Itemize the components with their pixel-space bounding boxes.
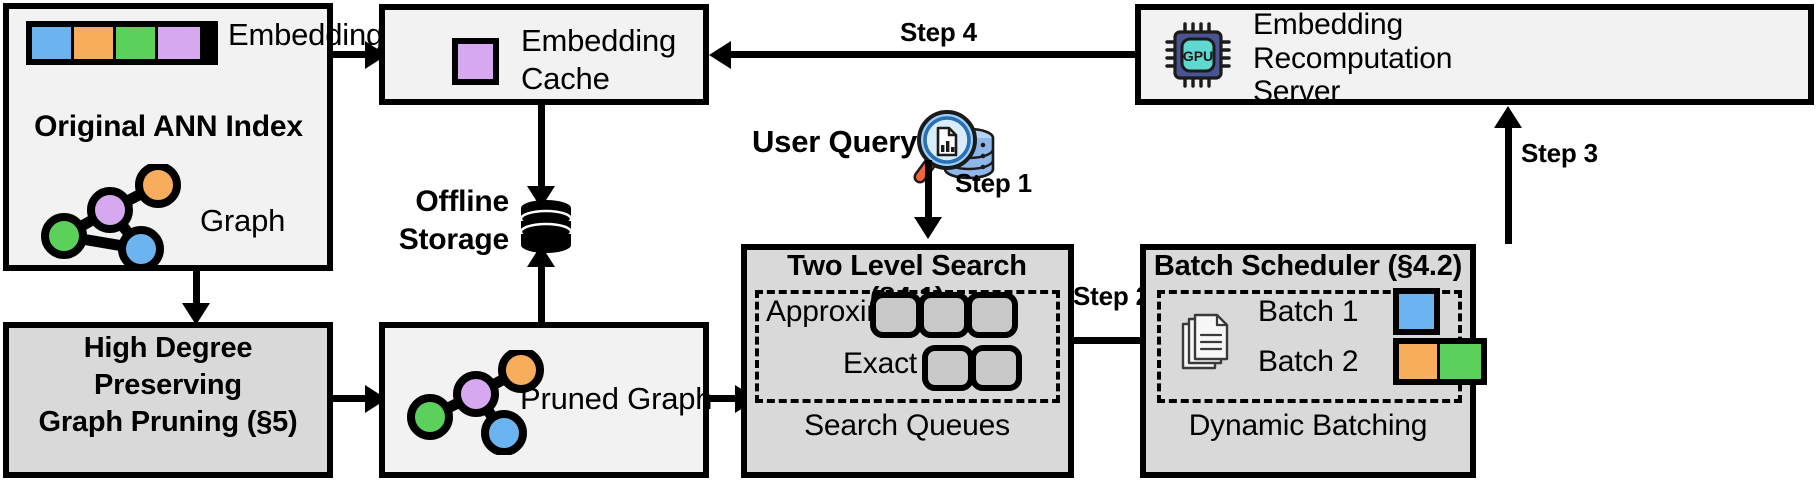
user-query-label: User Query	[752, 124, 918, 159]
batch-2-label: Batch 2	[1258, 345, 1359, 378]
graph-node-purple	[87, 187, 133, 233]
search-queues-footer: Search Queues	[804, 409, 1010, 442]
graph-node-blue	[118, 226, 164, 269]
batch-1-chip-blue	[1393, 288, 1440, 335]
embedding-chip-strip	[26, 21, 218, 65]
arrow-step4-line	[729, 51, 1135, 58]
exact-queue-slots	[922, 345, 1022, 391]
step1-label: Step 1	[955, 168, 1032, 198]
embedding-chip-orange	[74, 27, 116, 59]
arrow-prunedgraph-to-search-line	[709, 395, 741, 402]
batch-2-chip-orange	[1399, 344, 1440, 379]
queue-slot[interactable]	[870, 292, 922, 338]
arrow-step1-line	[925, 160, 932, 223]
arrow-prunedgraph-to-storage-line	[538, 258, 545, 322]
pruned-node-green	[407, 394, 453, 440]
graph-pruning-box	[3, 322, 333, 478]
dynamic-batching-footer: Dynamic Batching	[1188, 409, 1428, 442]
gpu-chip-icon: GPU	[1165, 22, 1231, 88]
pruned-node-purple	[453, 371, 499, 417]
arrow-ann-to-pruning-head	[182, 303, 210, 325]
pruned-node-blue	[481, 410, 527, 455]
queue-slot[interactable]	[966, 292, 1018, 338]
step3-label: Step 3	[1521, 138, 1598, 168]
original-ann-index-title: Original ANN Index	[34, 110, 303, 143]
embedding-chip-blue	[32, 27, 74, 59]
graph-node-green	[41, 213, 87, 259]
arrow-step4-head	[709, 41, 731, 69]
arrow-prunedgraph-to-storage-head	[527, 245, 555, 267]
embedding-chip-green	[116, 27, 158, 59]
arrow-step3-line	[1505, 125, 1512, 244]
recomputation-server-box	[1135, 4, 1814, 105]
step4-label: Step 4	[900, 17, 977, 47]
query-magnifier-database-icon	[913, 110, 995, 184]
arrow-step1-head	[914, 217, 942, 239]
pruned-graph-label: Pruned Graph	[520, 381, 713, 416]
original-graph-illustration	[41, 164, 181, 269]
documents-stack-icon	[1181, 313, 1229, 370]
recomputation-server-label: Embedding Recomputation Server	[1253, 8, 1453, 109]
pruned-graph-illustration	[407, 350, 544, 455]
embedding-cache-chip	[452, 38, 499, 85]
batch-2-chip-strip	[1393, 338, 1487, 385]
arrow-cache-to-storage-line	[538, 105, 545, 191]
embedding-chip-purple	[158, 27, 200, 59]
graph-node-orange	[135, 164, 181, 208]
approximate-queue-slots	[870, 292, 1018, 338]
graph-pruning-label: High Degree Preserving Graph Pruning (§5…	[38, 332, 298, 439]
arrow-ann-to-cache-line	[333, 51, 371, 58]
arrow-step3-head	[1494, 106, 1522, 128]
queue-slot[interactable]	[918, 292, 970, 338]
batch-scheduler-title: Batch Scheduler (§4.2)	[1153, 250, 1463, 282]
offline-storage-label: Offline Storage	[398, 185, 509, 256]
embedding-cache-box	[379, 4, 709, 105]
batch-2-chip-green	[1440, 344, 1481, 379]
embedding-cache-label: Embedding Cache	[521, 23, 677, 97]
graph-label: Graph	[200, 203, 286, 238]
embedding-label: Embedding	[228, 17, 384, 52]
queue-slot[interactable]	[970, 345, 1022, 391]
step2-label: Step 2	[1073, 281, 1150, 311]
exact-queue-label: Exact	[843, 347, 918, 380]
arrow-pruning-to-prunedgraph-line	[333, 395, 371, 402]
gpu-icon-text: GPU	[1183, 48, 1213, 64]
arrow-ann-to-pruning-line	[193, 271, 200, 309]
batch-1-label: Batch 1	[1258, 295, 1359, 328]
pruned-node-orange	[498, 350, 544, 393]
arrow-step2-line	[1074, 337, 1149, 344]
queue-slot[interactable]	[922, 345, 974, 391]
